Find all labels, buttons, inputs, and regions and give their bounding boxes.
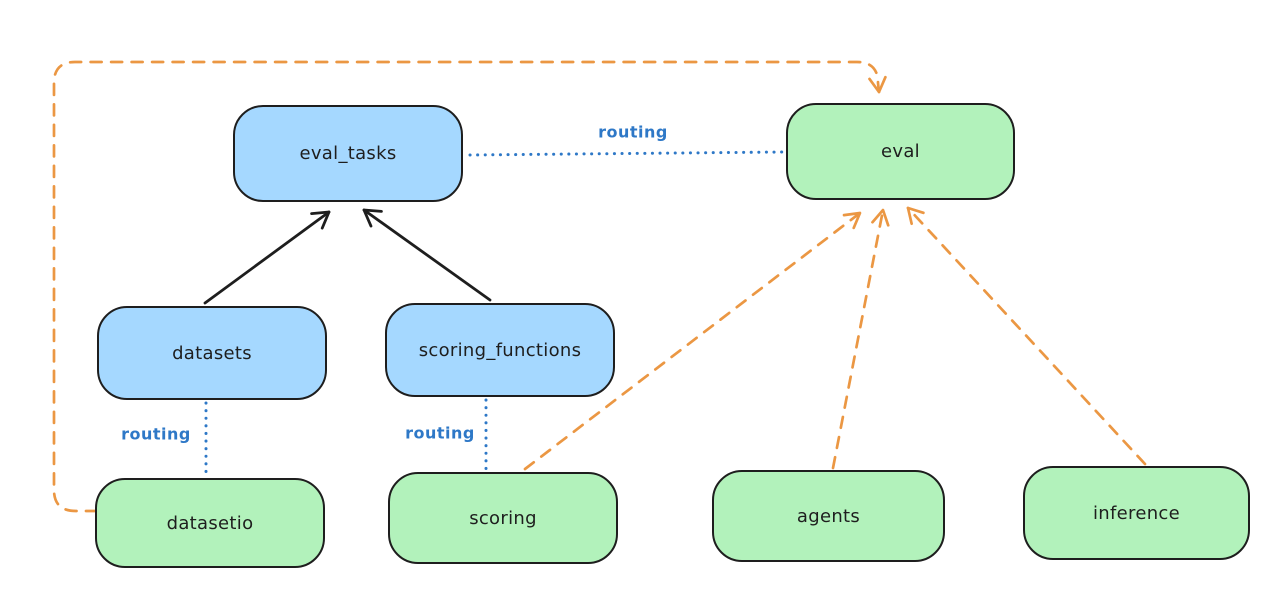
edge-label-routing-top: routing <box>596 122 670 142</box>
node-label-eval: eval <box>881 141 920 162</box>
node-agents: agents <box>712 470 945 562</box>
edge-label-routing-middle: routing <box>403 423 477 443</box>
node-inference: inference <box>1023 466 1250 560</box>
edge-inference-to-eval <box>906 206 1147 466</box>
node-datasetio: datasetio <box>95 478 325 568</box>
node-eval: eval <box>786 103 1015 200</box>
node-datasets: datasets <box>97 306 327 400</box>
node-label-datasetio: datasetio <box>166 512 254 534</box>
edge-datasetio-to-eval-loop <box>52 60 887 513</box>
node-scoring-functions: scoring_functions <box>385 303 615 397</box>
edge-scoring-to-eval <box>523 211 862 471</box>
node-label-agents: agents <box>796 505 861 527</box>
node-label-scoring-functions: scoring_functions <box>418 339 582 361</box>
node-label-scoring: scoring <box>469 507 537 529</box>
node-label-inference: inference <box>1093 502 1180 524</box>
edge-scoring-functions-to-eval-tasks <box>362 208 492 302</box>
edge-label-routing-left: routing <box>119 424 193 444</box>
edge-agents-to-eval <box>831 208 890 470</box>
node-scoring: scoring <box>388 472 618 564</box>
node-eval-tasks: eval_tasks <box>233 105 463 202</box>
edge-datasets-to-eval-tasks <box>203 210 331 305</box>
edge-routing-eval-tasks-to-eval <box>468 150 785 157</box>
node-label-eval-tasks: eval_tasks <box>299 143 397 164</box>
node-label-datasets: datasets <box>172 342 252 364</box>
